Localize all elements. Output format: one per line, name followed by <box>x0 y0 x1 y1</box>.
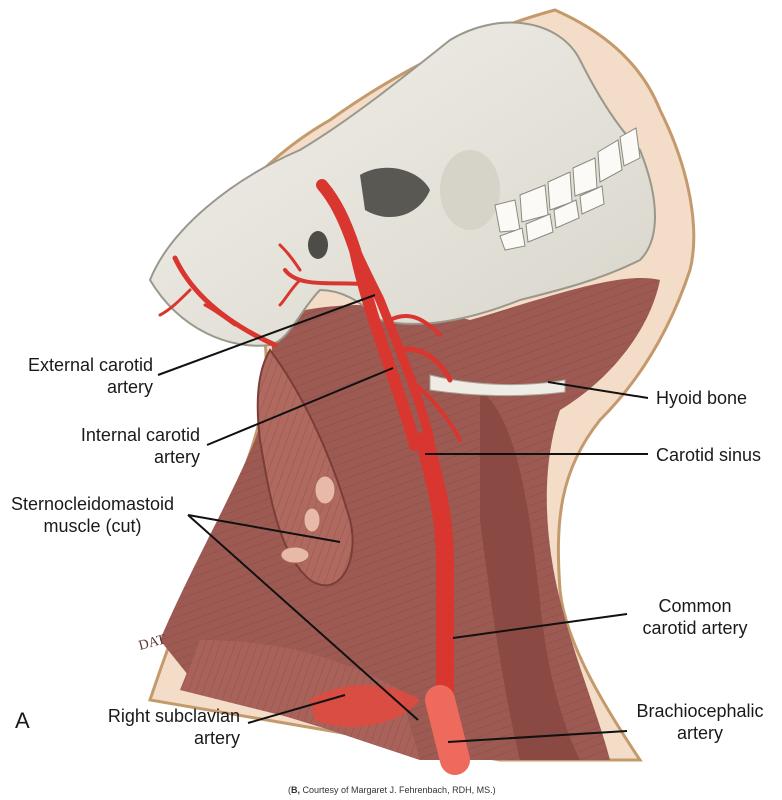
label-carotid-sinus-line1: Carotid sinus <box>656 445 762 465</box>
label-sternocleidomastoid-line1: Sternocleidomastoid <box>10 494 175 514</box>
leader-internal-carotid <box>206 367 394 446</box>
external-carotid-artery-vessel <box>340 215 435 445</box>
leader-hyoid-bone <box>547 381 649 399</box>
label-right-subclavian-line2: artery <box>193 728 240 748</box>
teeth <box>494 127 641 251</box>
label-common-carotid-line2: carotid artery <box>642 618 748 638</box>
label-hyoid-bone-line1: Hyoid bone <box>656 388 748 408</box>
leader-common-carotid <box>452 613 628 639</box>
right-muscle-strap <box>480 390 580 760</box>
label-common-carotid-line1: Common <box>658 596 732 616</box>
label-sternocleidomastoid-muscle: Sternocleidomastoid muscle (cut) <box>0 493 185 537</box>
label-external-carotid-line1: External carotid <box>27 355 153 375</box>
label-external-carotid-line2: artery <box>106 377 153 397</box>
label-internal-carotid-artery: Internal carotid artery <box>55 424 200 468</box>
arteries <box>158 179 470 775</box>
leader-right-subclavian <box>247 694 346 724</box>
credit-prefix: ( <box>288 785 291 795</box>
label-brachiocephalic-line2: artery <box>676 723 723 743</box>
label-external-carotid-artery: External carotid artery <box>8 354 153 398</box>
credit-rest: Courtesy of Margaret J. Fehrenbach, RDH,… <box>300 785 496 795</box>
internal-carotid-artery-vessel <box>316 179 421 451</box>
figure-credit: (B, Courtesy of Margaret J. Fehrenbach, … <box>288 785 496 795</box>
credit-bold: B, <box>291 785 300 795</box>
common-carotid-artery-vessel <box>416 431 454 709</box>
label-hyoid-bone: Hyoid bone <box>656 387 747 409</box>
label-brachiocephalic-artery: Brachiocephalic artery <box>625 700 775 744</box>
label-carotid-sinus: Carotid sinus <box>656 444 761 466</box>
label-internal-carotid-line2: artery <box>153 447 200 467</box>
leader-sternocleidomastoid-a <box>187 514 341 543</box>
hyoid-bone <box>429 374 566 397</box>
label-right-subclavian-artery: Right subclavian artery <box>90 705 240 749</box>
label-brachiocephalic-line1: Brachiocephalic <box>636 701 764 721</box>
label-sternocleidomastoid-line2: muscle (cut) <box>43 516 142 536</box>
leader-brachiocephalic <box>447 730 628 743</box>
leader-sternocleidomastoid-b <box>187 514 419 721</box>
right-subclavian-artery-vessel <box>310 685 420 728</box>
leader-external-carotid <box>157 294 376 376</box>
brachiocephalic-artery-vessel <box>425 685 470 775</box>
label-common-carotid-artery: Common carotid artery <box>620 595 770 639</box>
artist-initials: DAT <box>137 632 168 654</box>
label-internal-carotid-line1: Internal carotid <box>80 425 200 445</box>
panel-letter: A <box>15 708 30 733</box>
label-right-subclavian-line1: Right subclavian <box>107 706 240 726</box>
leader-lines <box>157 294 649 743</box>
